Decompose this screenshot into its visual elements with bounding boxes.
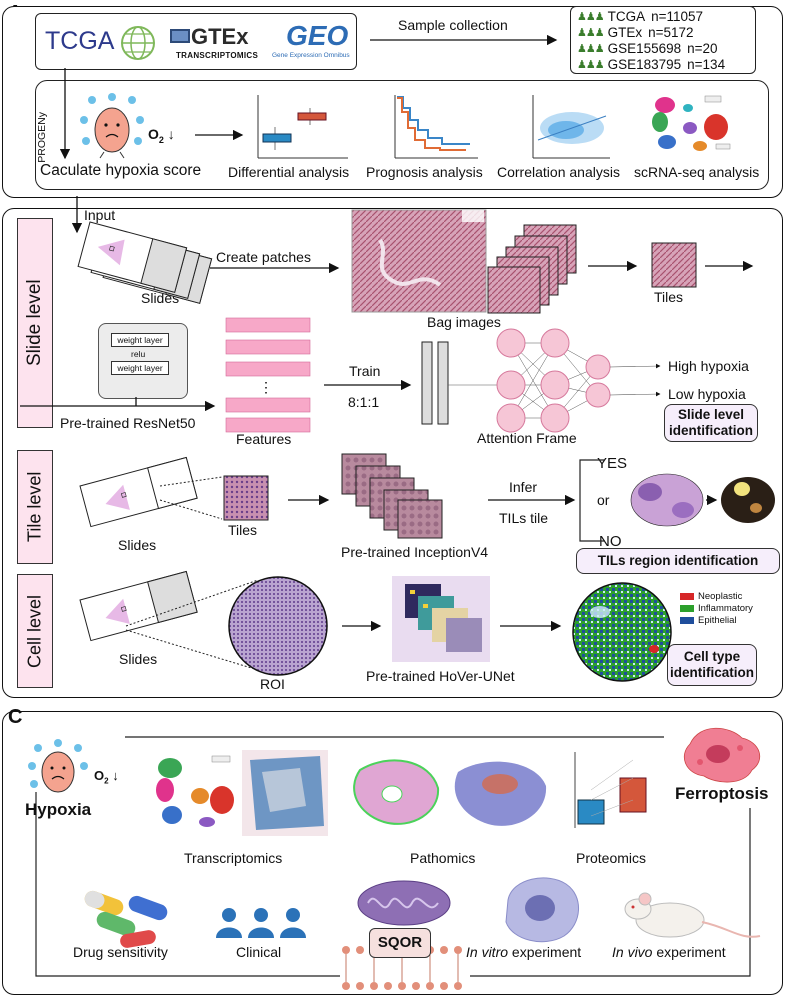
- dataset-row: ♟♟♟GSE155698 n=20: [577, 40, 725, 56]
- slide-level-identification-box: Slide level identification: [664, 404, 758, 442]
- tcga-logo: TCGA: [45, 27, 115, 55]
- dataset-name: TCGA: [607, 8, 646, 24]
- progeny-label: PROGENy: [36, 112, 48, 163]
- sample-collection-label: Sample collection: [398, 17, 508, 33]
- slides-label-2: Slides: [118, 537, 157, 553]
- people-icon: ♟♟♟: [577, 26, 605, 39]
- sqor-box: SQOR: [369, 928, 431, 958]
- bag-images-label: Bag images: [427, 314, 501, 330]
- o2-label: O2 ↓: [148, 126, 175, 145]
- geo-subtitle: Gene Expression Omnibus: [272, 52, 350, 59]
- analysis-prognosis: Prognosis analysis: [366, 164, 483, 180]
- legend-item: Neoplastic: [680, 590, 753, 602]
- dataset-count: n=20: [687, 40, 718, 56]
- resnet-layer-2: weight layer: [111, 361, 169, 375]
- dataset-name: GSE183795: [607, 56, 682, 72]
- dataset-row: ♟♟♟GSE183795 n=134: [577, 56, 725, 72]
- transcriptomics-label: Transcriptomics: [184, 850, 283, 866]
- legend-label: Inflammatory: [698, 602, 753, 614]
- tils-tile-label: TILs tile: [499, 510, 549, 526]
- dataset-name: GTEx: [607, 24, 643, 40]
- ratio-label: 8:1:1: [348, 394, 380, 410]
- clinical-label: Clinical: [236, 944, 282, 960]
- tiles-label-2: Tiles: [228, 522, 258, 538]
- legend-swatch: [680, 604, 694, 612]
- analysis-scrna: scRNA-seq analysis: [634, 164, 760, 180]
- inception-label: Pre-trained InceptionV4: [341, 544, 489, 560]
- panel-c: [2, 711, 783, 995]
- ferroptosis-label: Ferroptosis: [675, 784, 769, 803]
- dataset-name: GSE155698: [607, 40, 682, 56]
- input-label: Input: [84, 207, 116, 223]
- legend-item: Inflammatory: [680, 602, 753, 614]
- calc-hypoxia-label: Caculate hypoxia score: [40, 162, 202, 179]
- pathomics-label: Pathomics: [410, 850, 476, 866]
- cell-type-identification-box: Cell type identification: [667, 644, 757, 686]
- gtex-logo: GTEx: [191, 24, 249, 49]
- resnet-label: Pre-trained ResNet50: [60, 415, 196, 431]
- proteomics-label: Proteomics: [576, 850, 647, 866]
- legend-label: Epithelial: [698, 614, 737, 626]
- tils-region-identification-box: TILs region identification: [576, 548, 780, 574]
- resnet-block: weight layer relu weight layer: [98, 323, 188, 399]
- legend-item: Epithelial: [680, 614, 753, 626]
- drug-sensitivity-label: Drug sensitivity: [73, 944, 168, 960]
- create-patches-label: Create patches: [216, 249, 311, 265]
- in-vivo-label: In vivo experiment: [612, 944, 726, 960]
- dataset-count: n=134: [687, 56, 726, 72]
- hover-label: Pre-trained HoVer-UNet: [366, 668, 515, 684]
- dataset-count: n=11057: [651, 8, 704, 24]
- logo-box: TCGA GTEx TRANSCRIPTOMICS GEO Gene Expre…: [35, 13, 357, 70]
- roi-label: ROI: [260, 676, 285, 692]
- tile-level-label: Tile level: [17, 450, 53, 564]
- or-label: or: [597, 492, 610, 508]
- analysis-correlation: Correlation analysis: [497, 164, 620, 180]
- legend-label: Neoplastic: [698, 590, 743, 602]
- tiles-label-1: Tiles: [654, 289, 684, 305]
- hypoxia-label: Hypoxia: [25, 800, 92, 819]
- gtex-subtitle: TRANSCRIPTOMICS: [176, 51, 259, 60]
- dataset-row: ♟♟♟GTEx n=5172: [577, 24, 725, 40]
- o2-label-c: O2 ↓: [94, 768, 119, 786]
- slide-level-label: Slide level: [17, 218, 53, 428]
- people-icon: ♟♟♟: [577, 58, 605, 71]
- yes-label: YES: [597, 455, 628, 472]
- dataset-row: ♟♟♟TCGA n=11057: [577, 8, 725, 24]
- people-icon: ♟♟♟: [577, 42, 605, 55]
- geo-logo: GEO: [286, 20, 349, 51]
- dataset-count: n=5172: [648, 24, 694, 40]
- features-label: Features: [236, 431, 292, 447]
- people-icon: ♟♟♟: [577, 10, 605, 23]
- infer-label: Infer: [509, 479, 538, 495]
- legend-swatch: [680, 616, 694, 624]
- low-hypoxia-label: Low hypoxia: [668, 386, 746, 402]
- in-vitro-label: In vitro experiment: [466, 944, 582, 960]
- high-hypoxia-label: High hypoxia: [668, 358, 749, 374]
- attention-frame-label: Attention Frame: [477, 430, 577, 446]
- analysis-differential: Differential analysis: [228, 164, 350, 180]
- cell-level-label: Cell level: [17, 574, 53, 688]
- train-label: Train: [349, 363, 381, 379]
- slides-label-3: Slides: [119, 651, 158, 667]
- panel-b: [2, 208, 783, 698]
- resnet-relu: relu: [131, 349, 146, 359]
- legend-swatch: [680, 592, 694, 600]
- slides-label-1: Slides: [141, 290, 180, 306]
- resnet-layer-1: weight layer: [111, 333, 169, 347]
